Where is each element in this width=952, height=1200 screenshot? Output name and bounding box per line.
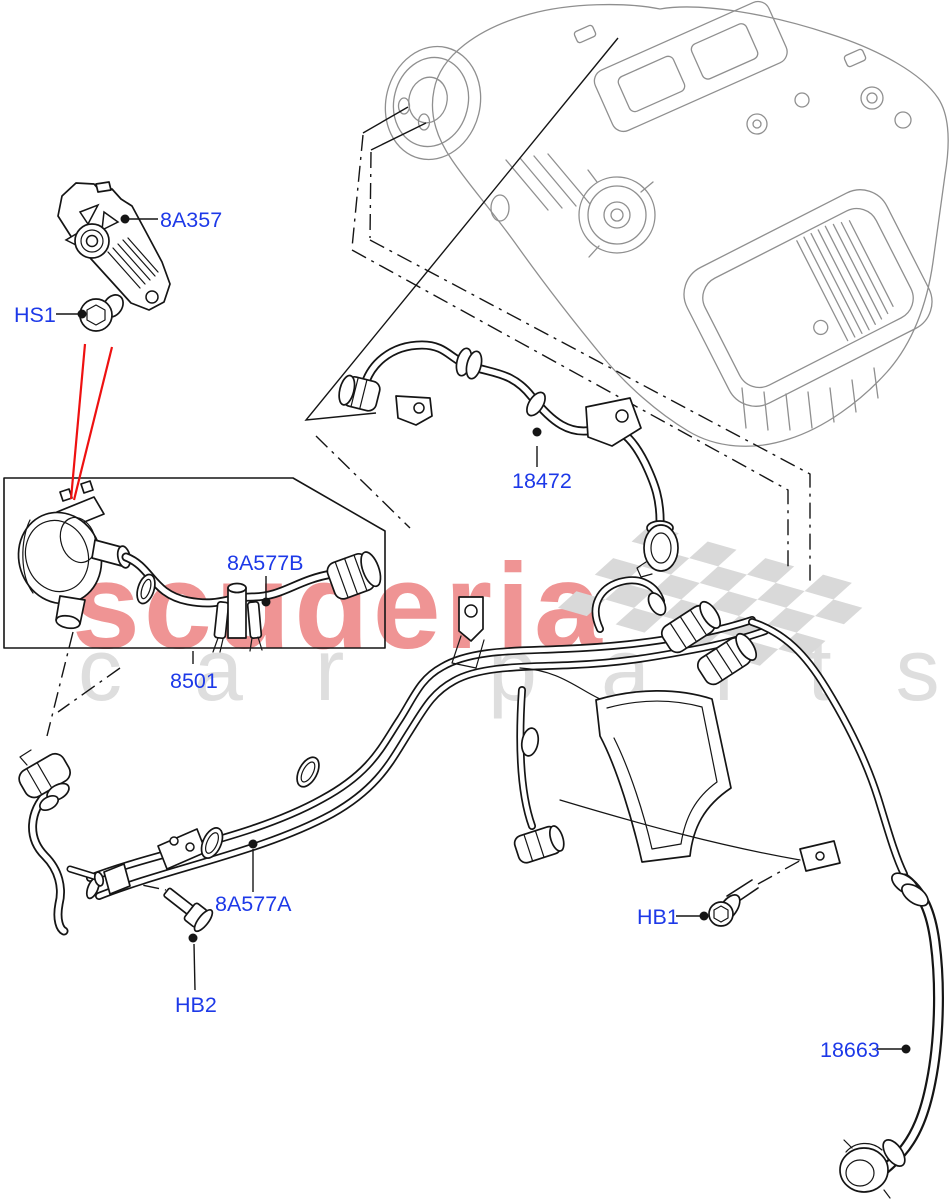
red-leader-lines (69, 343, 114, 501)
part-label-8a577b[interactable]: 8A577B (227, 551, 304, 575)
watermark-subtext-left: car (78, 620, 416, 719)
bracket-8a357 (57, 181, 171, 311)
hose-assembly-8a577a (18, 576, 908, 936)
part-label-8a357[interactable]: 8A357 (160, 208, 222, 232)
bolt-hb1 (708, 879, 759, 927)
heater-port-1 (397, 97, 411, 115)
part-labels: 8A357 HS1 8A577B 8501 18472 8A577A HB2 H… (14, 208, 880, 1062)
part-label-hb2[interactable]: HB2 (175, 993, 217, 1017)
part-label-8501[interactable]: 8501 (170, 669, 218, 693)
part-label-hb1[interactable]: HB1 (637, 905, 679, 929)
pump-kit-box-8501 (3, 477, 386, 649)
heater-hose-18663 (839, 872, 944, 1199)
aux-water-pump-8501 (17, 480, 132, 630)
part-label-18472[interactable]: 18472 (512, 469, 572, 493)
heater-hose-18472 (338, 340, 679, 578)
screw-hs1 (79, 294, 124, 332)
part-label-18663[interactable]: 18663 (820, 1038, 880, 1062)
leader-lines (46, 37, 813, 891)
heater-port-2 (417, 113, 431, 131)
bolt-hb2 (163, 887, 214, 933)
pump-hose-8a577b (121, 551, 382, 653)
label-leader-lines (56, 214, 911, 1054)
part-label-hs1[interactable]: HS1 (14, 303, 56, 327)
heater-assembly-art (384, 0, 949, 447)
part-label-8a577a[interactable]: 8A577A (215, 892, 292, 916)
